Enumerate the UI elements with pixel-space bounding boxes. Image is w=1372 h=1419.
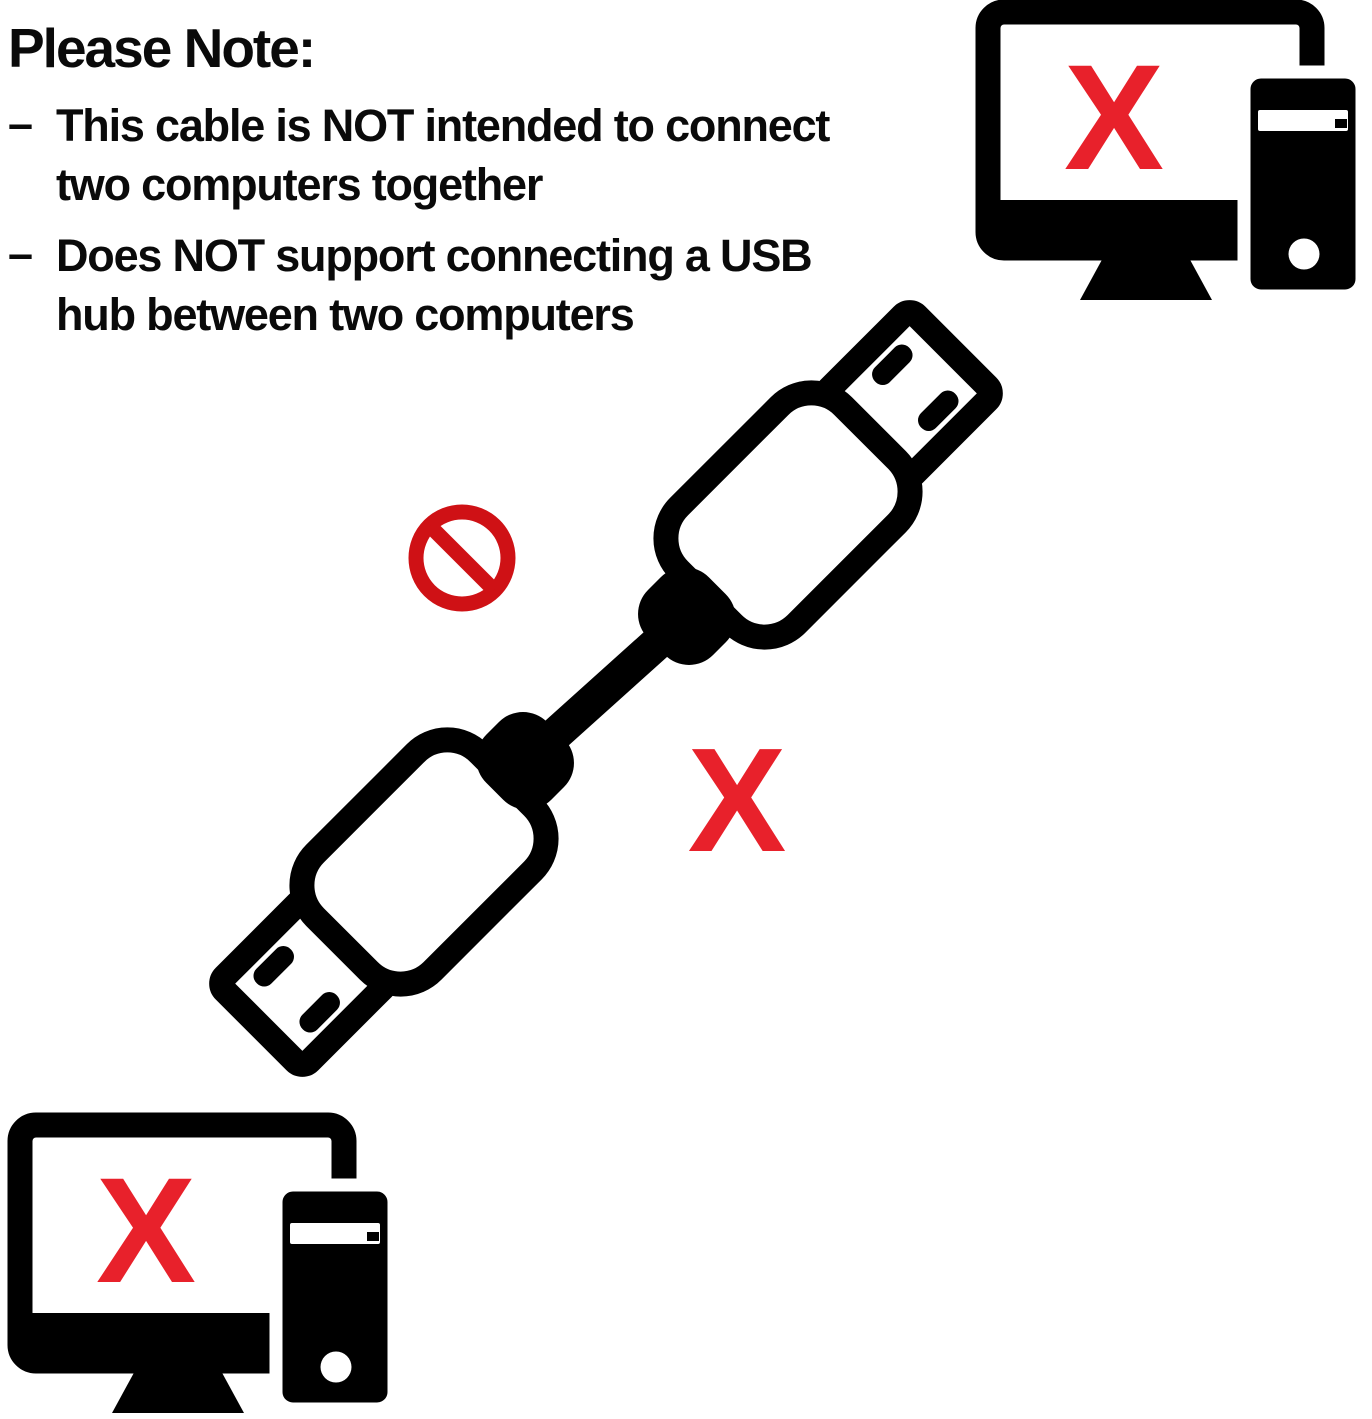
bullet-line: two computers together [56,158,543,210]
bullet-dash: – [8,227,33,279]
notice-bullet-1: – This cable is NOT intended to connect … [8,96,968,214]
notice-title: Please Note: [8,17,316,79]
bullet-dash: – [8,97,33,149]
notice-block: Please Note: – This cable is NOT intende… [8,17,968,356]
bullet-line: hub between two computers [56,288,635,340]
notice-bullet-2: – Does NOT support connecting a USB hub … [8,226,968,344]
computer-icon-top-right [984,12,1362,300]
no-entry-circle [408,504,516,612]
no-entry-icon [408,504,516,612]
no-entry-slash [424,520,500,596]
usb-connector-upper [598,292,1011,705]
usb-connector-lower [201,672,614,1085]
x-mark-center: X [688,718,787,883]
bullet-line: Does NOT support connecting a USB [56,229,813,281]
bullet-line: This cable is NOT intended to connect [56,99,830,151]
computer-icon-bottom-left [16,1125,394,1413]
